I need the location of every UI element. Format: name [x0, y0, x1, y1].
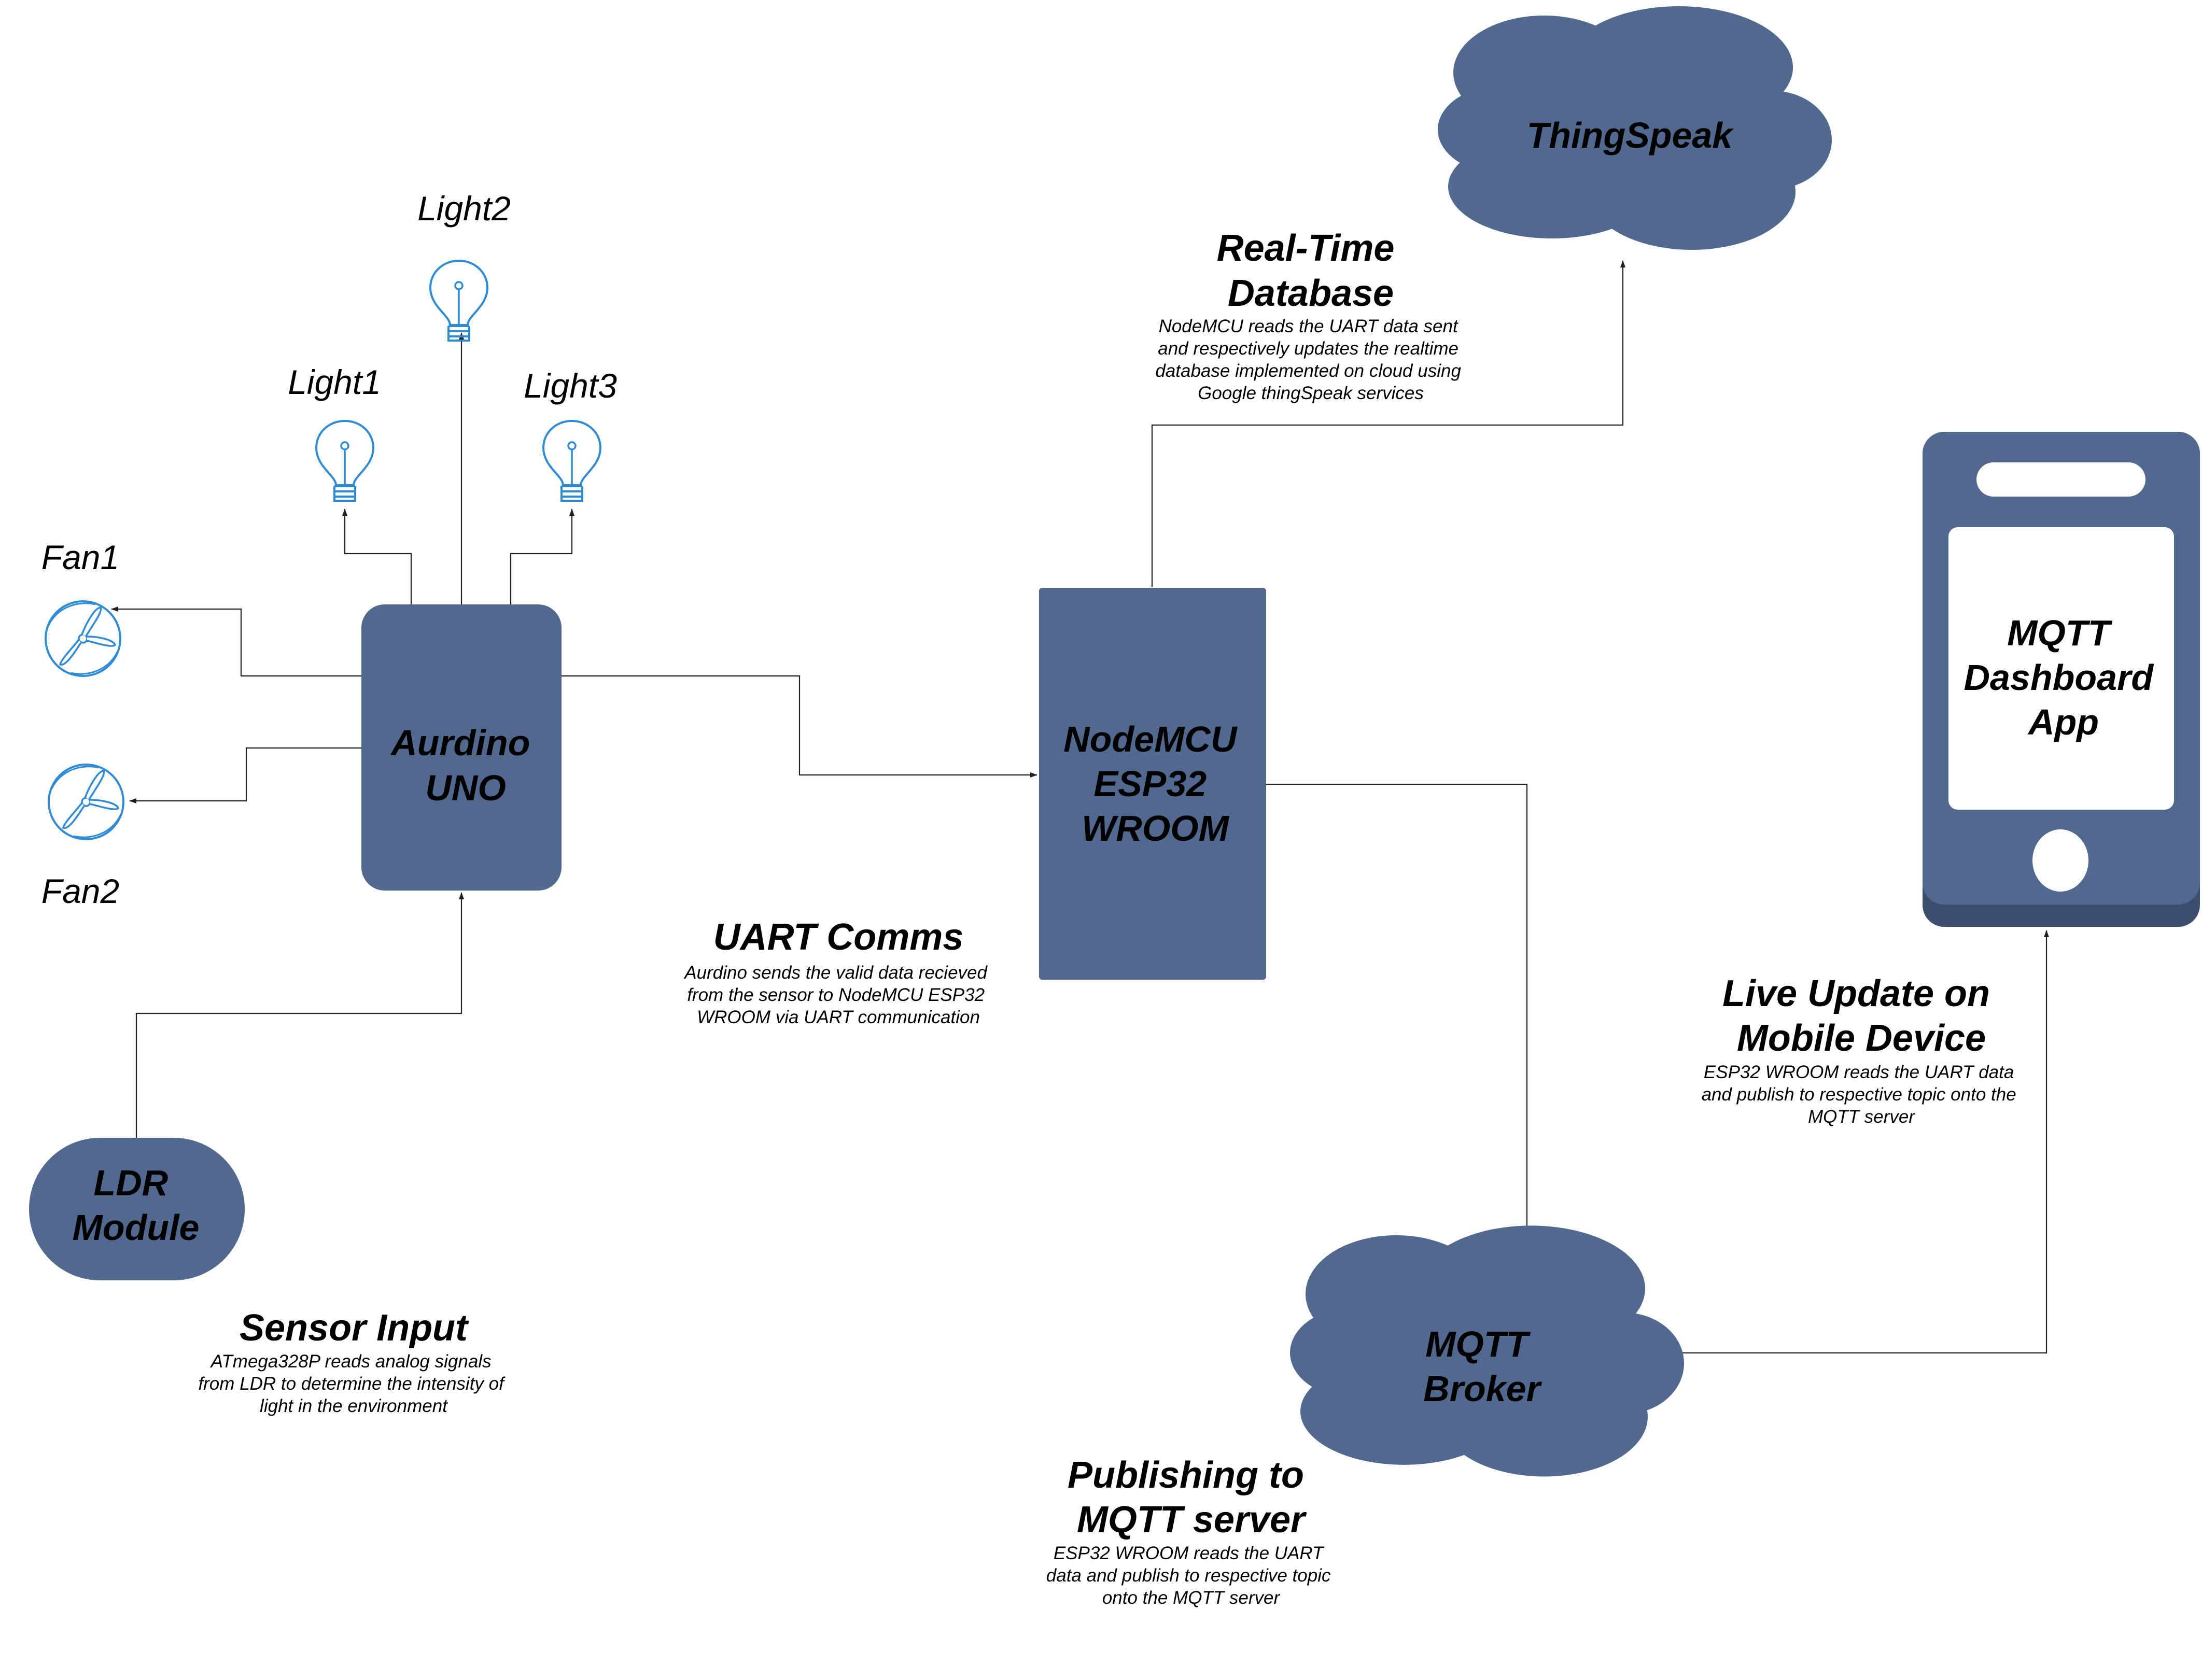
fan2-device: Fan2 — [41, 764, 124, 910]
fan1-label: Fan1 — [41, 538, 119, 576]
nodemcu-esp32-label: NodeMCU ESP32 WROOM — [1063, 719, 1247, 849]
fan-icon — [48, 764, 124, 840]
uart-description: Aurdino sends the valid data recieved fr… — [683, 963, 992, 1027]
mqtt-broker-label: MQTT Broker — [1423, 1324, 1542, 1409]
mqtt-dashboard-label: MQTT Dashboard App — [1963, 613, 2163, 742]
publishing-annotation: Publishing to MQTT server ESP32 WROOM re… — [1046, 1455, 1336, 1608]
ldr-module-box — [29, 1138, 245, 1280]
live-annotation: Live Update on Mobile Device ESP32 WROOM… — [1702, 973, 2022, 1127]
connectors — [111, 260, 2049, 1354]
light3-label: Light3 — [524, 366, 617, 405]
phone-home-button — [2032, 829, 2088, 892]
sensor-title: Sensor Input — [240, 1307, 469, 1349]
wire-arduino-to-fan1 — [111, 606, 363, 677]
sensor-annotation: Sensor Input ATmega328P reads analog sig… — [198, 1307, 509, 1416]
realtime-description: NodeMCU reads the UART data sent and res… — [1155, 316, 1466, 403]
fan2-label: Fan2 — [41, 872, 119, 910]
phone-screen — [1948, 527, 2174, 810]
wire-arduino-to-light1 — [342, 509, 412, 606]
wire-arduino-to-fan2 — [129, 747, 363, 803]
uart-annotation: UART Comms Aurdino sends the valid data … — [683, 916, 992, 1027]
wire-arduino-to-nodemcu — [560, 675, 1037, 778]
mqtt-dashboard-phone: MQTT Dashboard App — [1923, 432, 2200, 927]
wire-nodemcu-to-broker — [1266, 783, 1530, 1273]
fan1-device: Fan1 — [41, 538, 121, 677]
publishing-description: ESP32 WROOM reads the UART data and publ… — [1046, 1543, 1336, 1608]
light1-label: Light1 — [288, 363, 381, 401]
wire-ldr-to-arduino — [135, 892, 464, 1139]
light-bulb-icon — [542, 420, 601, 502]
thingspeak-cloud: ThingSpeak — [1438, 6, 1832, 250]
phone-speaker — [1976, 462, 2145, 497]
arduino-uno-node: Aurdino UNO — [361, 604, 562, 891]
light2-device: Light2 — [417, 189, 511, 342]
nodemcu-esp32-box — [1039, 588, 1266, 980]
mqtt-broker-cloud: MQTT Broker — [1290, 1225, 1684, 1477]
live-title: Live Update on Mobile Device — [1722, 973, 2000, 1059]
fan-icon — [45, 600, 121, 677]
arduino-uno-label: Aurdino UNO — [390, 723, 540, 808]
light1-device: Light1 — [288, 363, 381, 502]
light-bulb-icon — [429, 260, 488, 342]
light2-label: Light2 — [417, 189, 511, 228]
uart-title: UART Comms — [713, 916, 964, 958]
realtime-annotation: Real-Time Database NodeMCU reads the UAR… — [1155, 228, 1466, 403]
light-bulb-icon — [315, 420, 374, 502]
wire-broker-to-dashboard — [1625, 930, 2049, 1354]
sensor-description: ATmega328P reads analog signals from LDR… — [198, 1351, 509, 1416]
wire-nodemcu-to-thingspeak — [1151, 260, 1625, 587]
ldr-module-label: LDR Module — [73, 1163, 200, 1248]
nodemcu-esp32-node: NodeMCU ESP32 WROOM — [1039, 588, 1266, 980]
live-description: ESP32 WROOM reads the UART data and publ… — [1702, 1062, 2022, 1127]
publishing-title: Publishing to MQTT server — [1068, 1455, 1314, 1541]
thingspeak-label: ThingSpeak — [1527, 115, 1734, 156]
arduino-uno-box — [361, 604, 562, 891]
wire-arduino-to-light3 — [510, 509, 574, 606]
ldr-module-node: LDR Module — [29, 1138, 245, 1280]
light3-device: Light3 — [524, 366, 617, 502]
realtime-title: Real-Time Database — [1217, 228, 1405, 314]
